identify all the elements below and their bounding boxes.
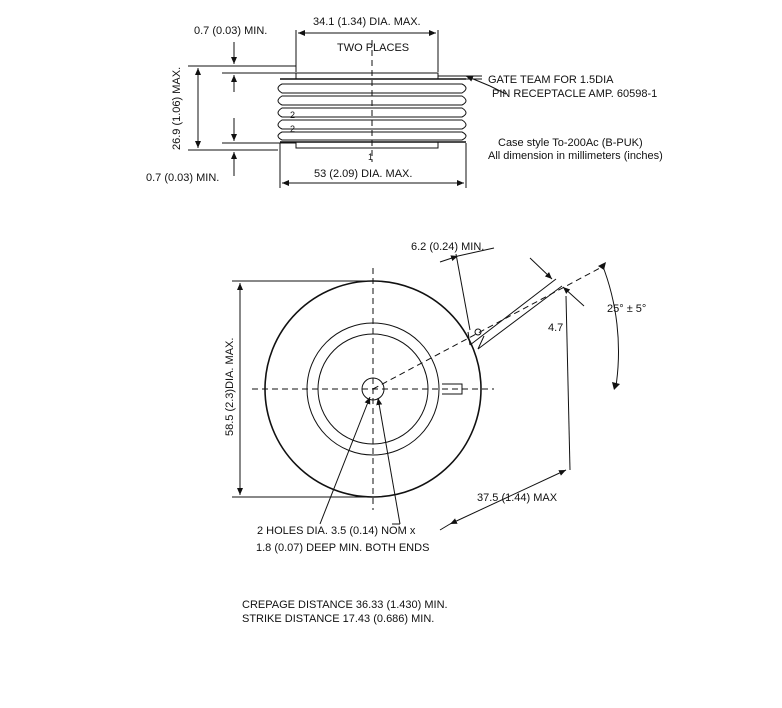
mark-1: 1 <box>368 152 373 162</box>
case-note-line2: All dimension in millimeters (inches) <box>488 150 663 162</box>
crepage-note: CREPAGE DISTANCE 36.33 (1.430) MIN. <box>242 599 448 611</box>
gate-note-line2: PIN RECEPTACLE AMP. 60598-1 <box>492 88 657 100</box>
gate-tab <box>467 278 563 350</box>
mark-2b: 2 <box>290 124 295 134</box>
side-view: 34.1 (1.34) DIA. MAX. TWO PLACES 0.7 (0.… <box>146 16 663 188</box>
dim-34-label: 34.1 (1.34) DIA. MAX. <box>313 16 421 28</box>
tab-length-label: 37.5 (1.44) MAX <box>477 492 558 504</box>
two-places-label: TWO PLACES <box>337 42 409 54</box>
strike-note: STRIKE DISTANCE 17.43 (0.686) MIN. <box>242 613 434 625</box>
side-view-body <box>277 72 482 149</box>
holes-note-line2: 1.8 (0.07) DEEP MIN. BOTH ENDS <box>256 542 429 554</box>
angle-label: 25° ± 5° <box>607 303 646 315</box>
min-bottom-label: 0.7 (0.03) MIN. <box>146 172 219 184</box>
dia-max-label: 58.5 (2.3)DIA. MAX. <box>224 338 236 436</box>
holes-note-line1: 2 HOLES DIA. 3.5 (0.14) NOM x <box>257 525 416 537</box>
min-top-label: 0.7 (0.03) MIN. <box>194 25 267 37</box>
tab-width-label: 4.7 <box>548 322 563 334</box>
dim-53-label: 53 (2.09) DIA. MAX. <box>314 168 412 180</box>
case-note-line1: Case style To-200Ac (B-PUK) <box>498 137 643 149</box>
tab-min-label: 6.2 (0.24) MIN. <box>411 241 484 253</box>
mark-2a: 2 <box>290 110 295 120</box>
tab-angle-line <box>372 267 601 390</box>
top-view: 6.2 (0.24) MIN. 4.7 25° ± 5° 58.5 (2.3)D… <box>224 241 646 554</box>
height-label: 26.9 (1.06) MAX. <box>171 67 183 150</box>
dim-line-37 <box>449 469 567 525</box>
gate-note-line1: GATE TEAM FOR 1.5DIA <box>488 74 614 86</box>
